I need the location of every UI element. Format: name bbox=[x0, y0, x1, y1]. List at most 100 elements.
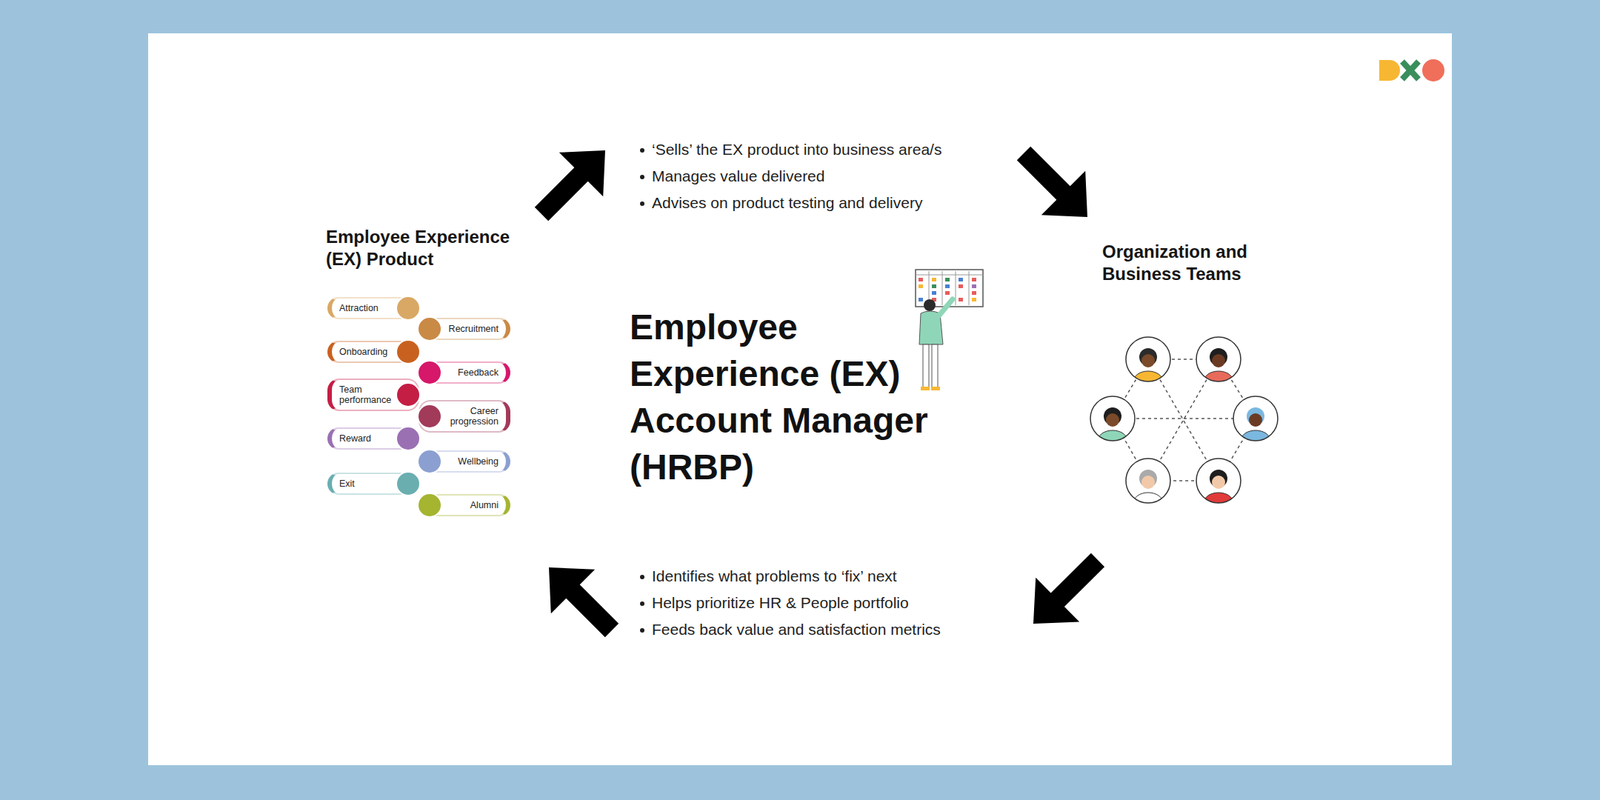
lifecycle-pill: Recruitment bbox=[418, 317, 511, 340]
pill-label: Feedback bbox=[457, 367, 499, 378]
avatar-figure bbox=[1196, 458, 1241, 514]
sticky-note bbox=[971, 284, 977, 289]
sticky-note bbox=[958, 277, 963, 282]
sticky-note bbox=[931, 284, 937, 289]
arrow-shape bbox=[548, 567, 619, 638]
avatar-ring bbox=[1233, 396, 1278, 441]
pill-circle bbox=[397, 383, 420, 406]
pill-circle bbox=[418, 494, 441, 517]
person-avatar bbox=[1125, 458, 1171, 514]
sticky-note bbox=[931, 291, 937, 295]
sticky-note bbox=[958, 297, 963, 302]
avatar-ring bbox=[1090, 396, 1135, 441]
avatar-head bbox=[1248, 413, 1263, 427]
lifecycle-pill: Alumni bbox=[418, 494, 511, 517]
sticky-note bbox=[945, 277, 950, 282]
lifecycle-pill: Career progression bbox=[418, 400, 511, 433]
avatar-figure bbox=[1125, 458, 1171, 514]
person-avatar bbox=[1196, 337, 1241, 392]
avatar-ring bbox=[1125, 337, 1171, 382]
bullet-item: Identifies what problems to ‘fix’ next bbox=[638, 562, 898, 590]
bullet-item: Feeds back value and satisfaction metric… bbox=[638, 616, 941, 643]
sticky-note bbox=[918, 284, 923, 289]
avatar-head bbox=[1141, 354, 1155, 368]
cycle-arrow bbox=[548, 553, 1105, 638]
person-at-board bbox=[915, 269, 983, 391]
group-heading: Organization and Business Teams bbox=[1102, 240, 1280, 286]
bullet-dot bbox=[640, 628, 645, 633]
bullet-dot bbox=[640, 174, 645, 180]
avatar-ring bbox=[1196, 458, 1241, 503]
pill-label: Recruitment bbox=[448, 323, 499, 335]
group-heading: Employee Experience (EX) Product bbox=[325, 225, 526, 271]
person-avatar bbox=[1233, 396, 1278, 452]
product-group: Employee Experience (EX) ProductAttracti… bbox=[325, 225, 526, 523]
avatar-ring bbox=[1125, 458, 1171, 503]
sticky-note bbox=[958, 284, 963, 289]
bullet-dot bbox=[640, 201, 645, 206]
pill-label: Onboarding bbox=[339, 346, 388, 358]
avatar-ring bbox=[1196, 337, 1241, 382]
bullet-text: Helps prioritize HR & People portfolio bbox=[651, 594, 909, 612]
sticky-note bbox=[945, 291, 950, 295]
pill-circle bbox=[397, 472, 420, 495]
lifecycle-pill: Onboarding bbox=[327, 340, 420, 363]
lifecycle-pill: Attraction bbox=[327, 297, 420, 320]
lifecycle-pill: Reward bbox=[327, 427, 420, 450]
pill-label: Reward bbox=[339, 433, 372, 444]
pill-circle bbox=[418, 317, 441, 340]
lifecycle-pill: Exit bbox=[327, 472, 420, 495]
bullet-text: Advises on product testing and delivery bbox=[651, 194, 923, 212]
sticky-note bbox=[971, 291, 977, 295]
pill-circle bbox=[397, 340, 420, 363]
people-faces bbox=[1090, 337, 1278, 514]
pill-circle bbox=[397, 427, 420, 450]
avatar-figure bbox=[1090, 396, 1135, 452]
bullet-dot bbox=[640, 574, 645, 580]
avatar-figure bbox=[1196, 337, 1241, 392]
teams-group: Organization and Business Teams bbox=[1102, 240, 1288, 508]
pill-label: Team performance bbox=[339, 384, 392, 406]
pill-circle bbox=[397, 297, 420, 320]
logo bbox=[1379, 59, 1445, 82]
pill-label: Alumni bbox=[470, 500, 499, 511]
pill-circle bbox=[418, 361, 441, 384]
bullet-dot bbox=[640, 148, 645, 153]
person-avatar bbox=[1125, 337, 1171, 392]
arrow-shape bbox=[1017, 146, 1088, 218]
pill-circle bbox=[418, 450, 441, 473]
avatar-head bbox=[1211, 475, 1226, 489]
pill-circle bbox=[418, 405, 441, 428]
bullet-text: Identifies what problems to ‘fix’ next bbox=[651, 567, 898, 585]
diagram-title: Employee Experience (EX) Account Manager… bbox=[629, 303, 978, 491]
bullet-text: Feeds back value and satisfaction metric… bbox=[651, 620, 941, 638]
bullet-dot bbox=[640, 601, 645, 606]
sticky-note bbox=[971, 277, 977, 282]
avatar-figure bbox=[1125, 337, 1171, 392]
avatar-head bbox=[1141, 475, 1155, 489]
pill-label: Attraction bbox=[339, 302, 379, 314]
sticky-note bbox=[918, 277, 923, 282]
bullet-text: ‘Sells’ the EX product into business are… bbox=[651, 140, 942, 158]
arrow-shape bbox=[1033, 553, 1105, 624]
bullet-item: Advises on product testing and delivery bbox=[638, 189, 923, 217]
avatar-head bbox=[1105, 413, 1120, 427]
person-avatar bbox=[1090, 396, 1135, 452]
sticky-note bbox=[971, 297, 977, 302]
avatar-figure bbox=[1233, 396, 1278, 452]
pill-label: Wellbeing bbox=[457, 456, 499, 467]
lifecycle-pill: Wellbeing bbox=[418, 450, 511, 473]
avatar-head bbox=[1211, 354, 1226, 368]
sticky-note bbox=[931, 277, 937, 282]
bullet-item: Manages value delivered bbox=[638, 162, 825, 190]
lifecycle-pill: Team performance bbox=[327, 378, 420, 412]
pill-label: Exit bbox=[339, 478, 355, 489]
bullet-item: Helps prioritize HR & People portfolio bbox=[638, 589, 909, 617]
pill-label: Career progression bbox=[446, 405, 499, 427]
lifecycle-pill: Feedback bbox=[418, 361, 511, 384]
person-avatar bbox=[1196, 458, 1241, 514]
sticky-note bbox=[945, 284, 950, 289]
arrow-shape bbox=[534, 150, 606, 221]
